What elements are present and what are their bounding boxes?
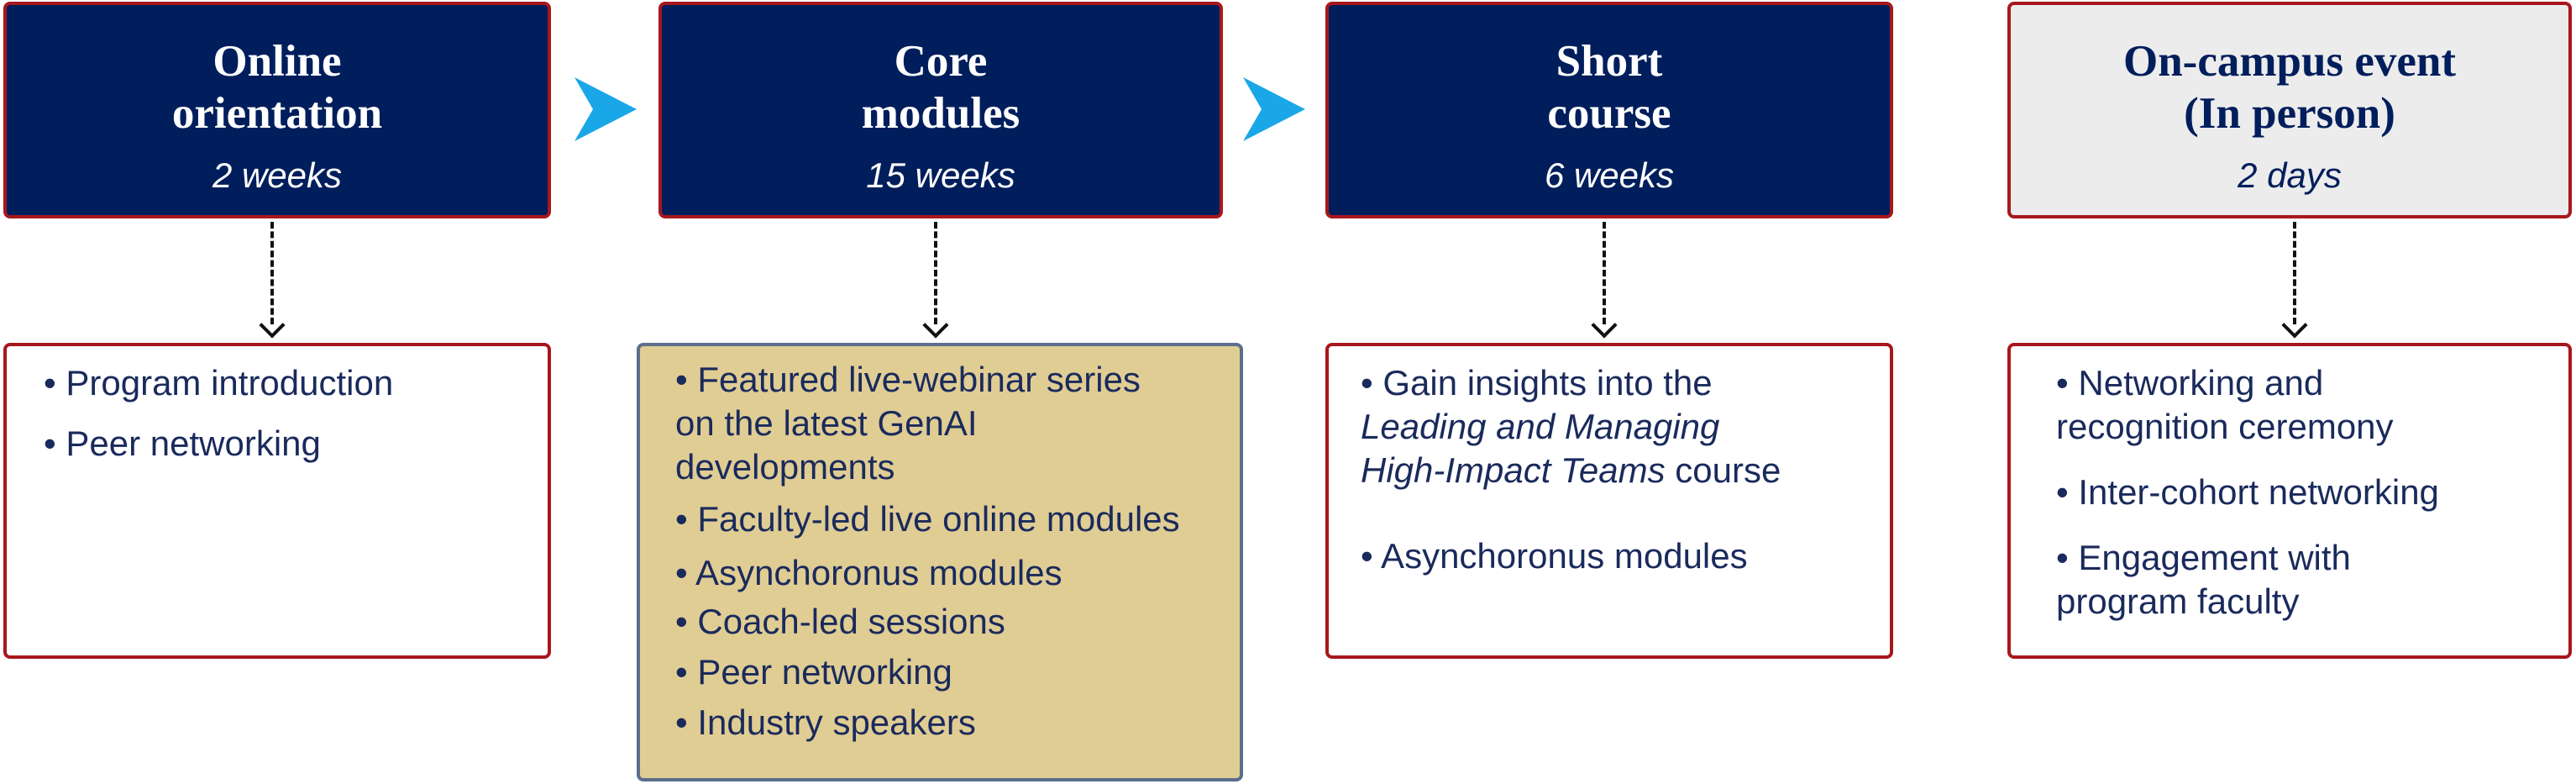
stage-title: On-campus event (In person) xyxy=(2122,37,2457,138)
list-item: • Peer networking xyxy=(675,652,952,692)
stage-header-core-modules: Core modules 15 weeks xyxy=(658,2,1223,218)
course-name: Leading and Managing High-Impact Teams xyxy=(1361,407,1720,490)
list-item: • Engagement with program faculty xyxy=(2056,538,2351,621)
stage-title: Short course xyxy=(1547,37,1671,138)
stage-details-on-campus-event: • Networking and recognition ceremony • … xyxy=(2007,343,2572,659)
list-item: • Peer networking xyxy=(44,424,321,463)
stage-duration: 2 days xyxy=(2238,155,2342,195)
stage-details-online-orientation: • Program introduction • Peer networking xyxy=(3,343,551,659)
bullet-text: • Gain insights into the xyxy=(1361,363,1713,403)
stage-header-short-course: Short course 6 weeks xyxy=(1325,2,1893,218)
stage-header-on-campus-event: On-campus event (In person) 2 days xyxy=(2007,2,2572,218)
list-item: • Networking and recognition ceremony xyxy=(2056,363,2394,446)
chevron-right-icon xyxy=(574,77,637,141)
dashed-connector xyxy=(2293,222,2296,324)
chevron-right-icon xyxy=(1243,77,1305,141)
arrow-down-icon xyxy=(2281,312,2308,339)
list-item: • Inter-cohort networking xyxy=(2056,472,2439,512)
dashed-connector xyxy=(1603,222,1606,324)
dashed-connector xyxy=(934,222,937,324)
list-item: • Featured live-webinar series on the la… xyxy=(675,360,1141,487)
stage-duration: 2 weeks xyxy=(212,155,343,195)
stage-title: Core modules xyxy=(861,37,1020,138)
stage-duration: 6 weeks xyxy=(1544,155,1675,195)
stage-header-online-orientation: Online orientation 2 weeks xyxy=(3,2,551,218)
stage-title: Online orientation xyxy=(171,37,383,138)
list-item: • Asynchoronus modules xyxy=(1361,536,1748,576)
list-item: • Coach-led sessions xyxy=(675,602,1005,641)
arrow-down-icon xyxy=(922,312,949,339)
arrow-down-icon xyxy=(1591,312,1618,339)
arrow-down-icon xyxy=(259,312,286,339)
list-item: • Asynchoronus modules xyxy=(675,553,1062,592)
bullet-text: course xyxy=(1665,450,1781,490)
list-item: • Program introduction xyxy=(44,363,394,403)
stage-details-core-modules: • Featured live-webinar series on the la… xyxy=(637,343,1243,781)
dashed-connector xyxy=(270,222,274,324)
list-item: • Faculty-led live online modules xyxy=(675,499,1180,539)
stage-duration: 15 weeks xyxy=(866,155,1015,195)
list-item: • Industry speakers xyxy=(675,702,976,742)
